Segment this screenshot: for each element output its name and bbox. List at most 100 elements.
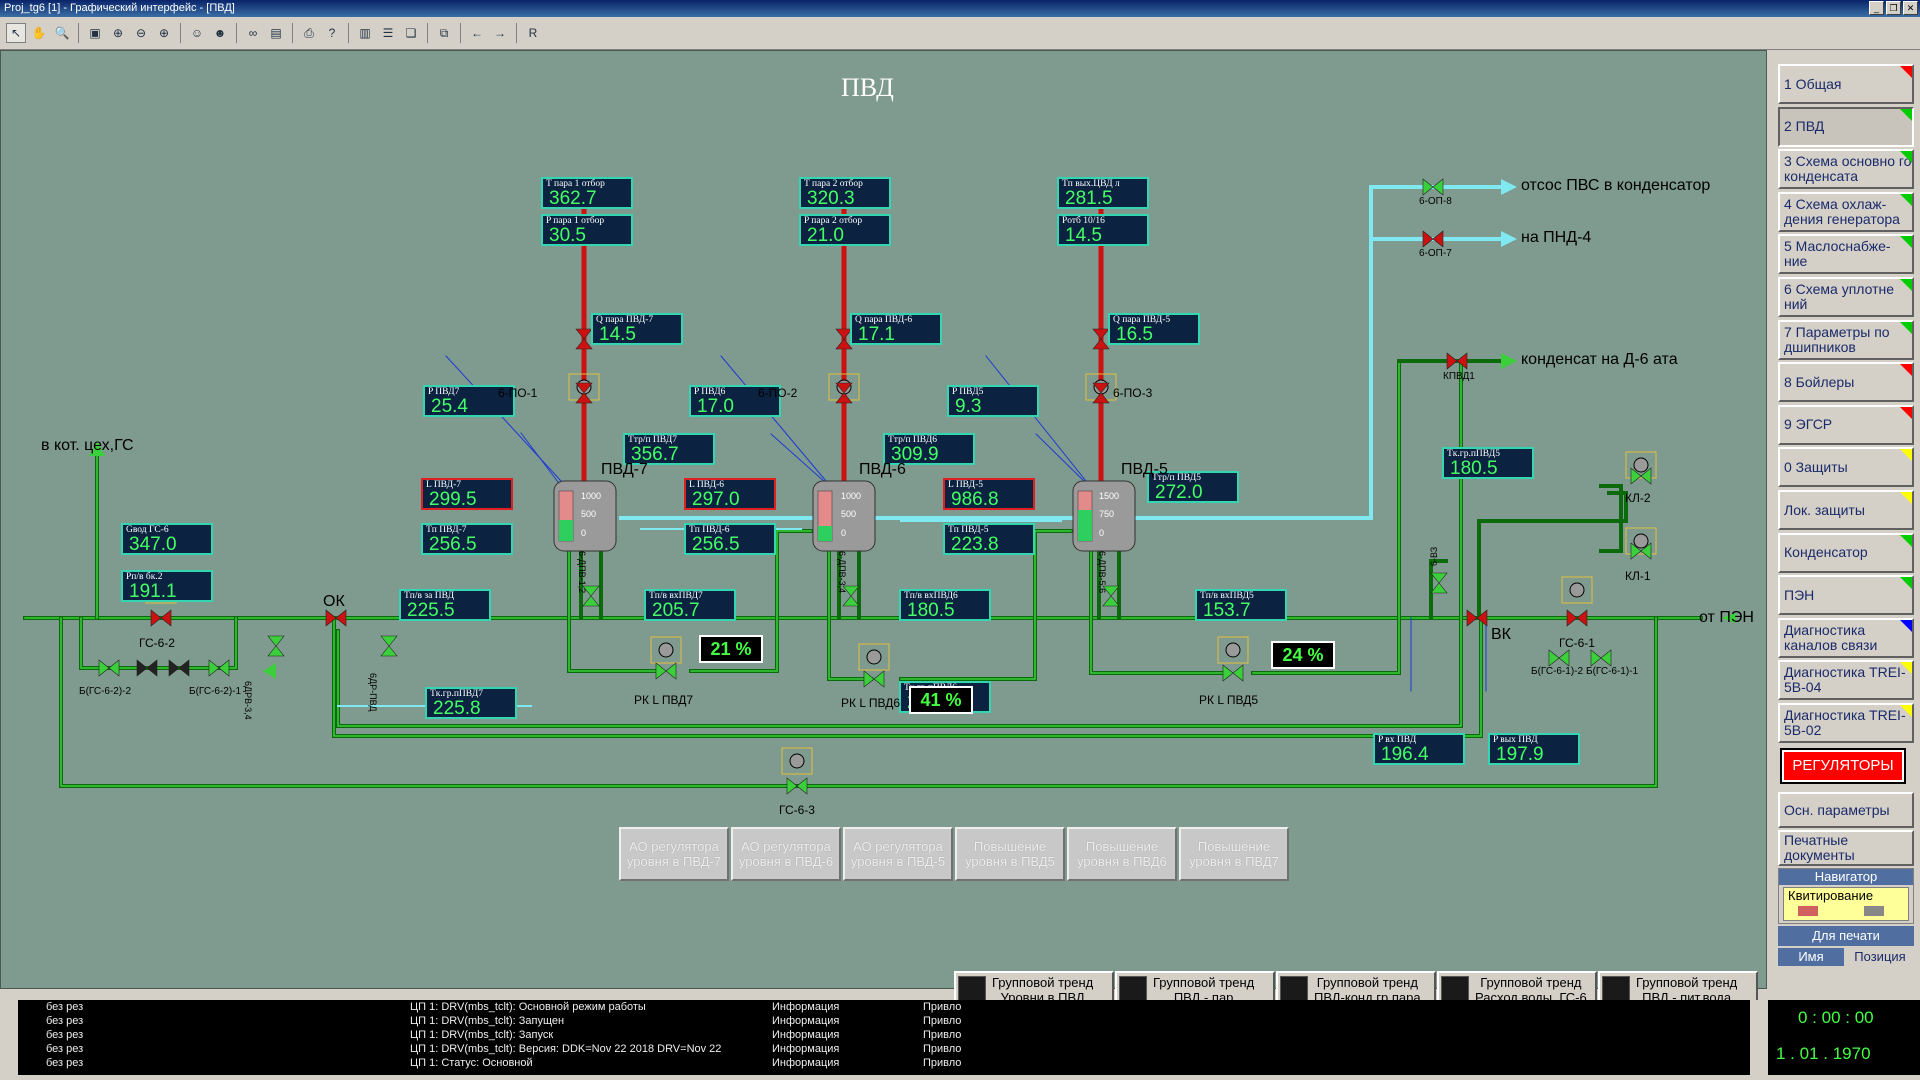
valve-bgs622[interactable]: [98, 659, 120, 677]
valve-bgs621[interactable]: [208, 659, 230, 677]
nav-item-14[interactable]: Диагностика каналов связи: [1778, 617, 1914, 658]
hand-icon[interactable]: ✋: [31, 26, 47, 40]
nav-item-3[interactable]: 3 Схема основно го конденсата: [1778, 149, 1914, 190]
valve-dr-pvd[interactable]: [380, 635, 398, 657]
valve-po1[interactable]: [575, 382, 593, 404]
valve-kpvd1[interactable]: [1446, 352, 1468, 370]
back-arrow-icon[interactable]: ←: [471, 26, 483, 40]
ao-reg-pvd6-button[interactable]: АО регулятора уровня в ПВД-6: [731, 827, 841, 881]
check-valve-pvd5[interactable]: [1092, 328, 1110, 350]
valve-mid-1[interactable]: [136, 659, 158, 677]
zoom-in-icon[interactable]: ⊕: [158, 26, 170, 40]
valve-rk-pvd6[interactable]: [863, 670, 885, 688]
zoom-out-icon[interactable]: ⊖: [135, 26, 147, 40]
rows-icon[interactable]: ☰: [382, 26, 394, 40]
ao-reg-pvd7-button[interactable]: АО регулятора уровня в ПВД-7: [619, 827, 729, 881]
valve-mid-2[interactable]: [168, 659, 190, 677]
regulators-button[interactable]: РЕГУЛЯТОРЫ: [1780, 748, 1906, 784]
pointer-icon[interactable]: ↖: [6, 23, 26, 43]
print-col-position[interactable]: Позиция: [1846, 948, 1914, 966]
valve-op8[interactable]: [1422, 178, 1444, 196]
zoom-fit-icon[interactable]: ⊕: [112, 26, 124, 40]
valve-po2[interactable]: [835, 382, 853, 404]
zoom-actual-icon[interactable]: ▣: [89, 26, 101, 40]
valve-gs61[interactable]: [1566, 609, 1588, 627]
valve-gs63[interactable]: [786, 777, 808, 795]
valve-bgs612[interactable]: [1548, 649, 1570, 667]
raise-level-pvd5-button[interactable]: Повышение уровня в ПВД5: [955, 827, 1065, 881]
save-icon[interactable]: ▤: [270, 26, 282, 40]
valve-bdr34[interactable]: [267, 635, 285, 657]
user-icon[interactable]: ☻: [213, 26, 227, 40]
users-icon[interactable]: ☺: [190, 26, 204, 40]
minimize-button[interactable]: _: [1869, 1, 1884, 15]
windows-icon[interactable]: ❏: [405, 26, 417, 40]
raise-level-pvd6-button[interactable]: Повышение уровня в ПВД6: [1067, 827, 1177, 881]
binoculars-icon[interactable]: ∞: [248, 26, 258, 40]
valve-6vz[interactable]: [1430, 572, 1448, 594]
valve-po3[interactable]: [1092, 382, 1110, 404]
nav-print-docs[interactable]: Печатные документы: [1778, 830, 1914, 866]
valve-gs62[interactable]: [150, 609, 172, 627]
nav-item-9[interactable]: 9 ЭГСР: [1778, 404, 1914, 445]
nav-item-7[interactable]: 7 Параметры по дшипников: [1778, 319, 1914, 360]
nav-item-15[interactable]: Диагностика TREI-5B-04: [1778, 660, 1914, 701]
valve-kl1[interactable]: [1630, 542, 1652, 560]
valve-rk-pvd7[interactable]: [655, 662, 677, 680]
ao-reg-pvd5-button[interactable]: АО регулятора уровня в ПВД-5: [843, 827, 953, 881]
restore-button[interactable]: ❐: [1886, 1, 1901, 15]
valve-op7[interactable]: [1422, 230, 1444, 248]
nav-item-6[interactable]: 6 Схема уплотне ний: [1778, 277, 1914, 317]
valve-kl2[interactable]: [1630, 467, 1652, 485]
valve-ok[interactable]: [325, 609, 347, 627]
close-button[interactable]: ✕: [1903, 1, 1918, 15]
valve-d56[interactable]: [1102, 585, 1120, 607]
nav-item-13[interactable]: ПЭН: [1778, 575, 1914, 616]
nav-item-1[interactable]: 1 Общая: [1778, 64, 1914, 104]
nav-item-11[interactable]: Лок. защиты: [1778, 490, 1914, 530]
valve-vk[interactable]: [1466, 609, 1488, 627]
valve-d12[interactable]: [582, 585, 600, 607]
nav-main-params[interactable]: Осн. параметры: [1778, 792, 1914, 828]
valve-bgs611[interactable]: [1590, 649, 1612, 667]
log-scrollbar[interactable]: [1750, 1000, 1764, 1075]
valve-d34[interactable]: [842, 585, 860, 607]
forward-arrow-icon[interactable]: →: [494, 26, 506, 40]
raise-level-pvd7-button[interactable]: Повышение уровня в ПВД7: [1179, 827, 1289, 881]
help-icon[interactable]: ?: [328, 26, 336, 40]
print-col-name[interactable]: Имя: [1778, 948, 1844, 966]
acknowledge-button[interactable]: Квитирование: [1783, 887, 1909, 921]
zoom-icon[interactable]: 🔍: [54, 26, 70, 40]
